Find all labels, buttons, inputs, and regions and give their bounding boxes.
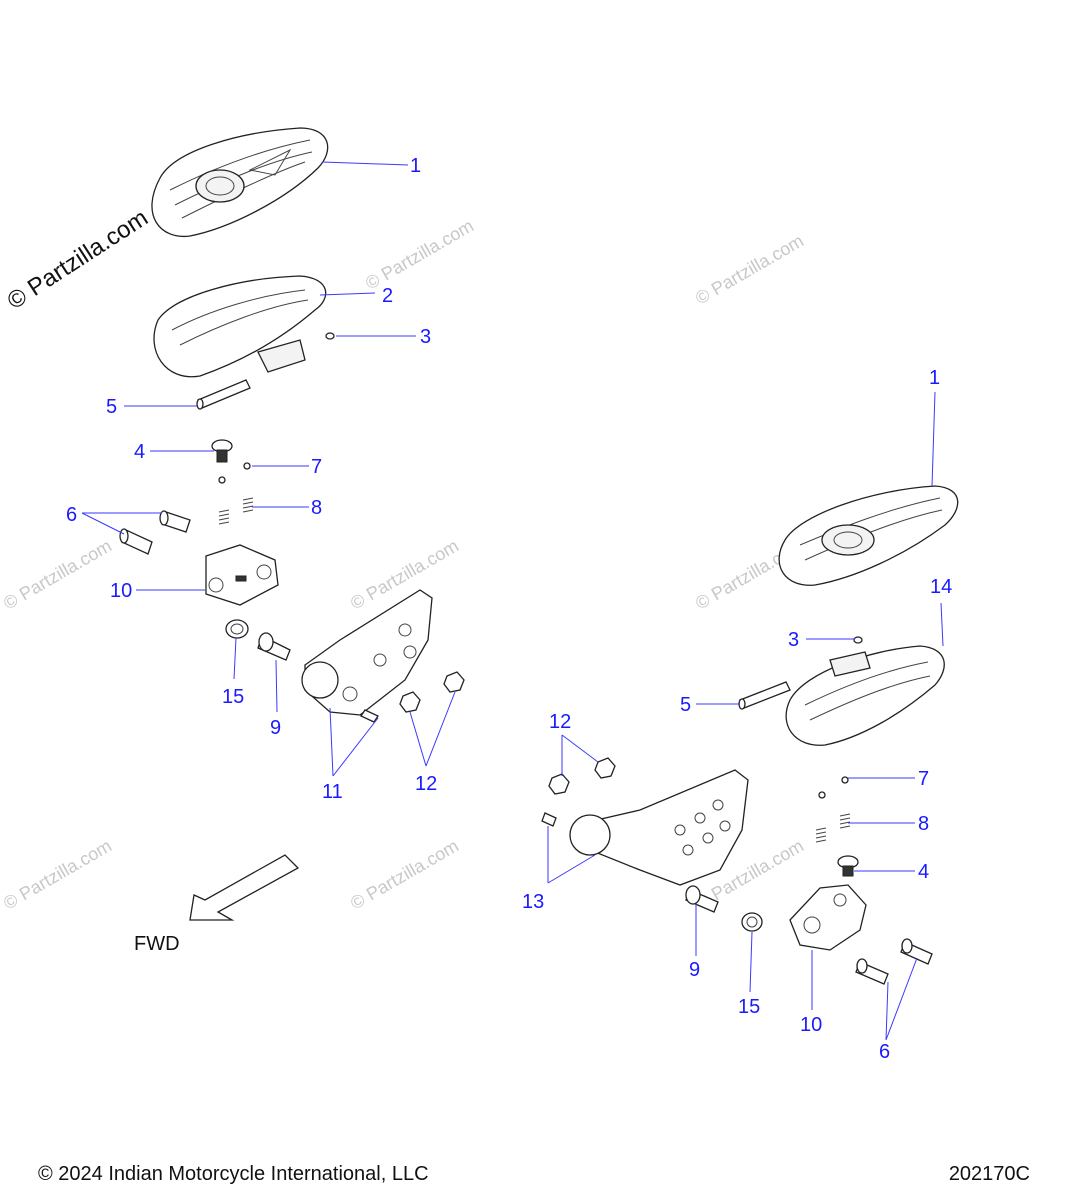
callout-label: 10: [110, 580, 132, 602]
bolt-right: [855, 938, 933, 985]
callout-label: 3: [788, 629, 799, 651]
bracket-left: [301, 589, 433, 723]
bracket-right: [541, 769, 749, 886]
callout-label: 8: [311, 497, 322, 519]
watermark: © Partzilla.com: [0, 835, 115, 913]
floorboard-base-right: [785, 645, 945, 746]
spring-right: [815, 813, 851, 843]
callout-label: 5: [680, 694, 691, 716]
mount-block-left: [205, 544, 279, 606]
plunger-left: [211, 439, 233, 463]
floorboard-base-left: [153, 275, 327, 378]
callout-label: 11: [322, 781, 343, 803]
watermark: © Partzilla.com: [3, 204, 153, 315]
callout-label: 9: [270, 717, 281, 739]
nut-left: [399, 671, 465, 713]
fwd-label: FWD: [134, 933, 180, 955]
copyright-notice: © 2024 Indian Motorcycle International, …: [38, 1163, 429, 1185]
callout-label: 2: [382, 285, 393, 307]
watermark: © Partzilla.com: [0, 535, 115, 613]
nut-right: [548, 757, 616, 795]
ball-left: [218, 476, 226, 484]
bolt-9-right: [685, 885, 719, 913]
callout-label: 14: [930, 576, 952, 598]
bushing-left: [225, 619, 249, 639]
watermark: © Partzilla.com: [347, 835, 462, 913]
spring-left: [218, 497, 254, 525]
watermark: © Partzilla.com: [362, 215, 477, 293]
callout-label: 8: [918, 813, 929, 835]
floorboard-top-left: [151, 127, 329, 238]
callout-label: 3: [420, 326, 431, 348]
watermark: © Partzilla.com: [692, 230, 807, 308]
callout-label: 1: [929, 367, 940, 389]
mount-block-right: [789, 884, 867, 951]
bolt-left: [119, 510, 191, 555]
callout-label: 6: [66, 504, 77, 526]
callout-label: 15: [222, 686, 244, 708]
bolt-9-left: [257, 632, 291, 661]
callouts-left: 1 2 3 5 4 7 8 6 10 15 9 11 12: [66, 155, 437, 803]
callout-label: 12: [549, 711, 571, 733]
callout-label: 4: [134, 441, 145, 463]
left-assembly: FWD: [119, 127, 465, 955]
callout-label: 15: [738, 996, 760, 1018]
ball-right: [841, 776, 849, 784]
callout-label: 9: [689, 959, 700, 981]
callout-label: 13: [522, 891, 544, 913]
fwd-arrow: [189, 854, 300, 921]
right-assembly: [541, 485, 959, 985]
callout-label: 12: [415, 773, 437, 795]
diagram-id: 202170C: [948, 1163, 1030, 1185]
pin-right: [738, 681, 791, 710]
o-ring-left: [325, 332, 335, 340]
pin-left: [196, 379, 251, 410]
callout-label: 10: [800, 1014, 822, 1036]
callout-label: 1: [410, 155, 421, 177]
plunger-right: [837, 855, 859, 877]
callouts-right: 1 14 3 5 12 7 8 4 13 9 15 10 6: [522, 367, 952, 1063]
callout-label: 7: [918, 768, 929, 790]
callout-label: 5: [106, 396, 117, 418]
ball-left-b: [243, 462, 251, 470]
floorboard-top-right: [778, 485, 959, 586]
bushing-right: [741, 912, 763, 932]
leader-lines: [81, 161, 944, 1041]
callout-label: 4: [918, 861, 929, 883]
callout-label: 6: [879, 1041, 890, 1063]
ball-right-b: [818, 791, 826, 799]
o-ring-right: [853, 636, 863, 644]
callout-label: 7: [311, 456, 322, 478]
